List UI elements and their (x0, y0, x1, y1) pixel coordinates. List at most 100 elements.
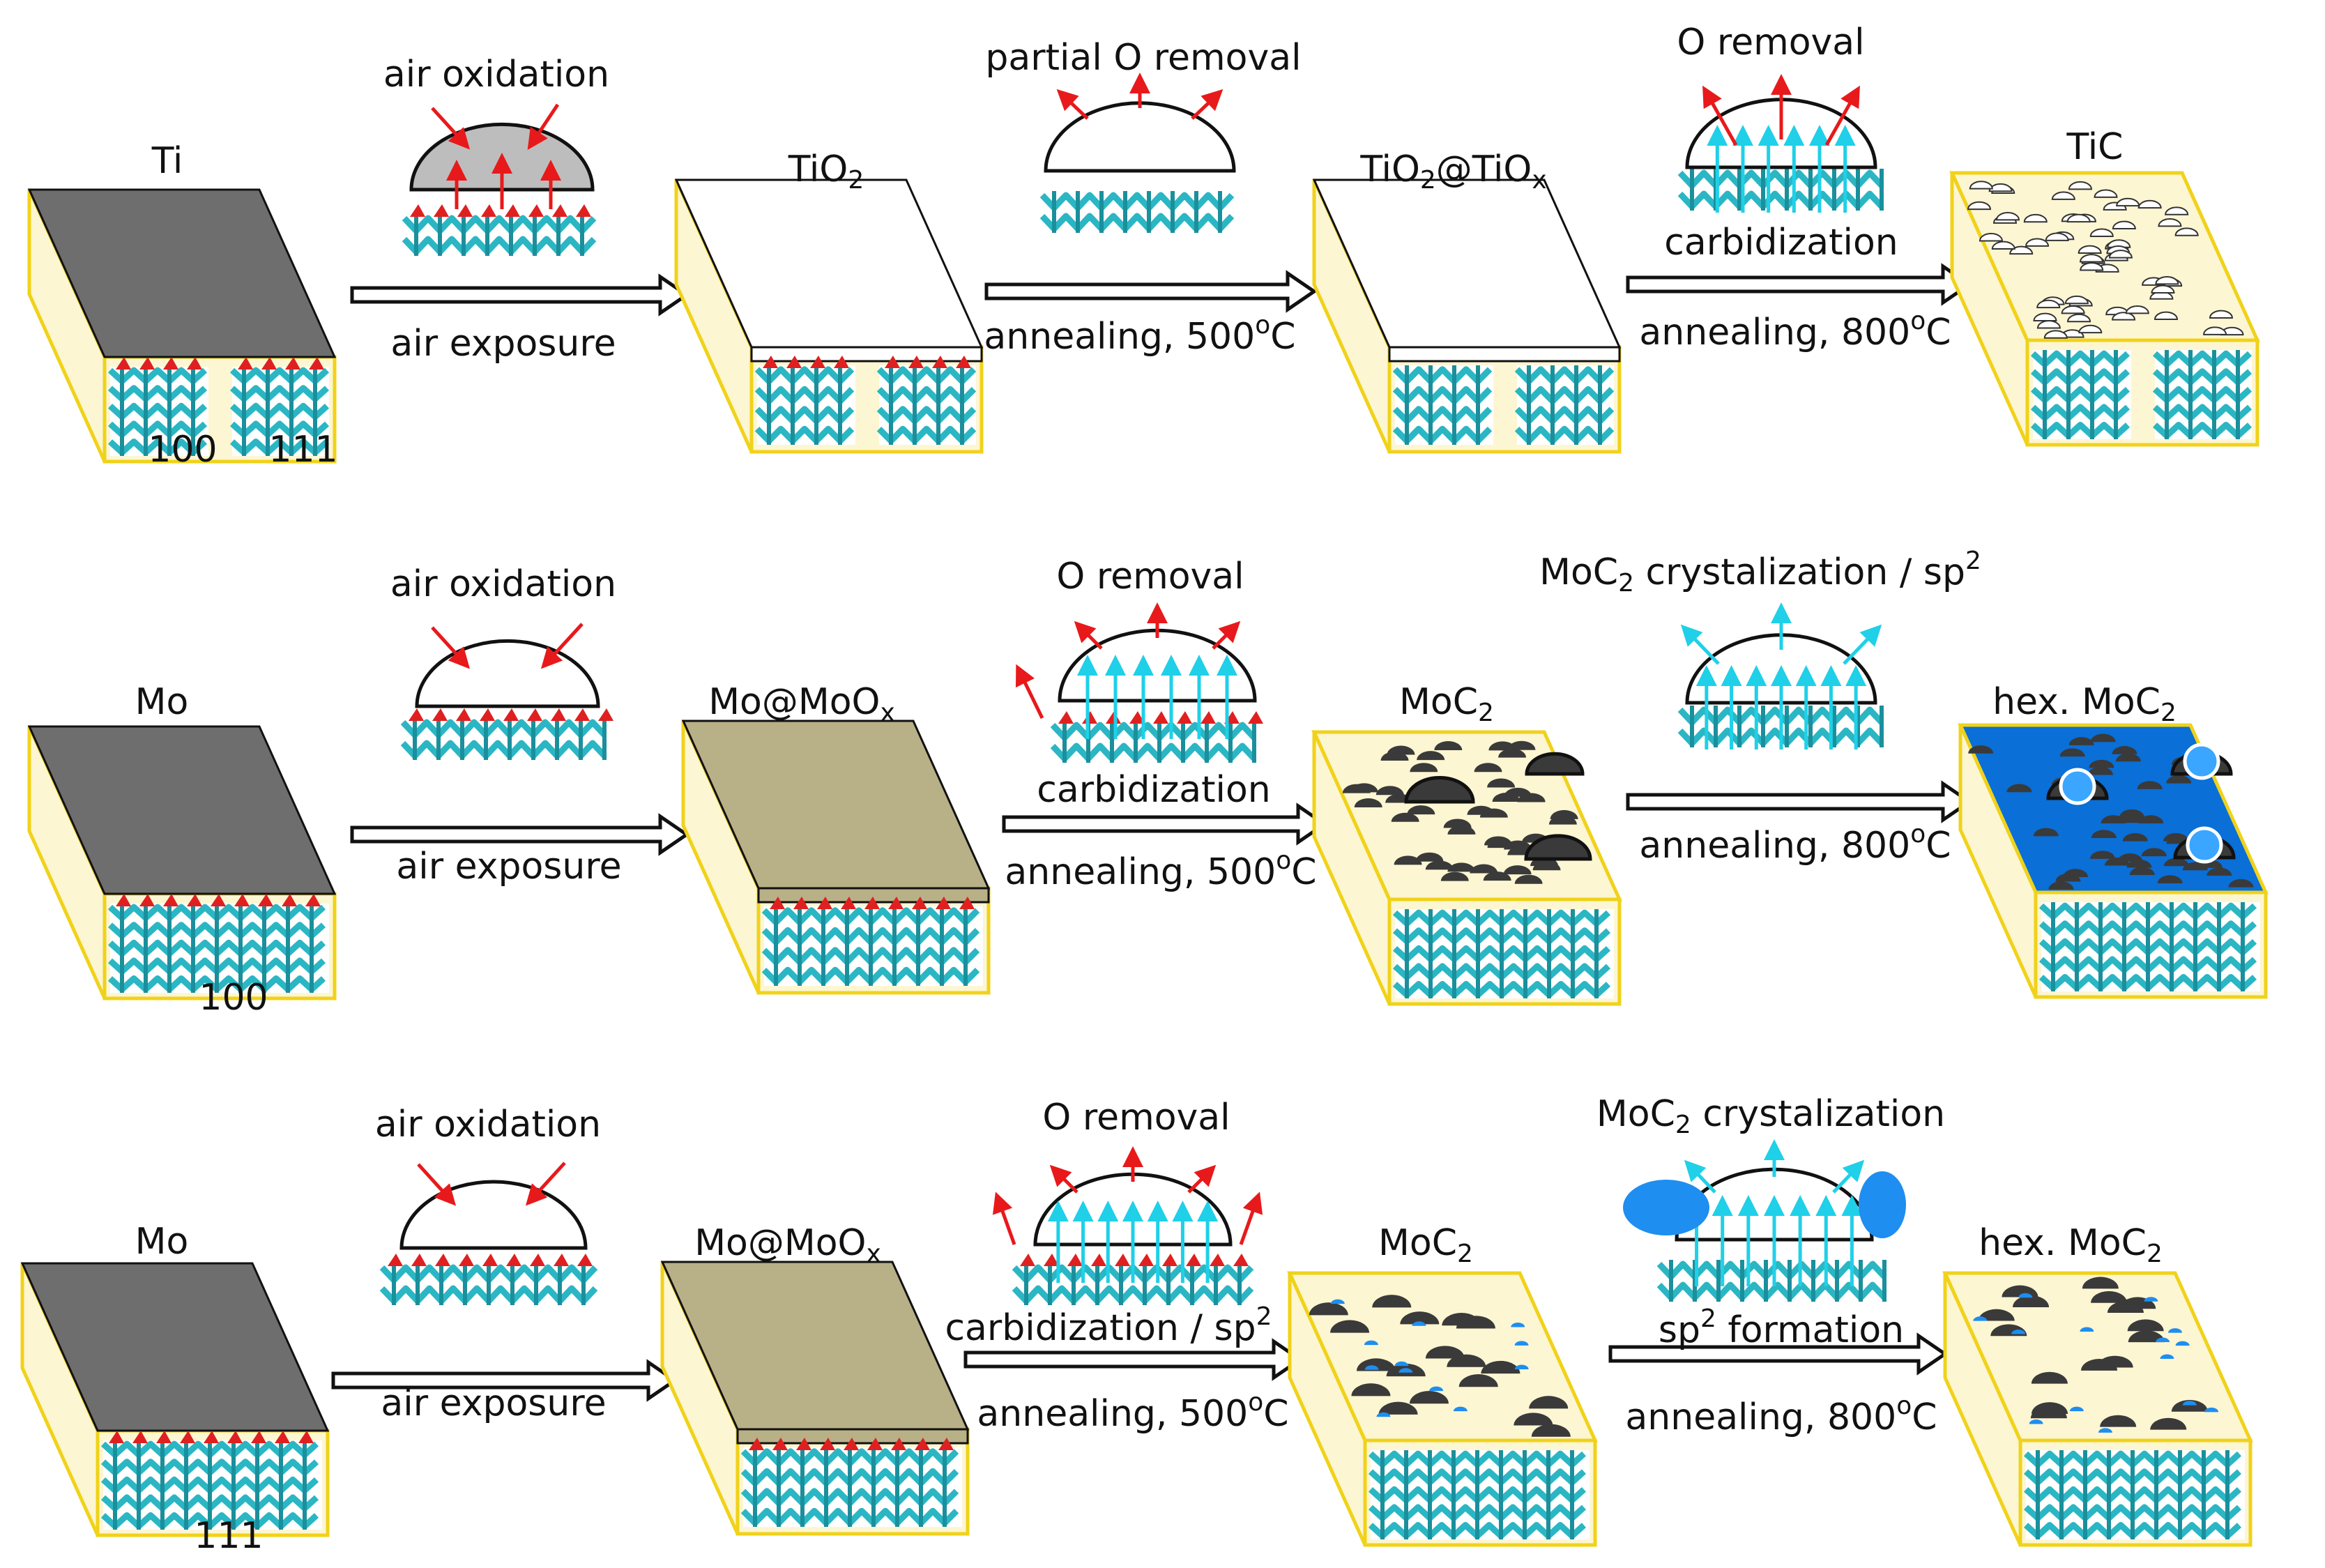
mo111-mid-grain (1514, 1413, 1553, 1426)
ti-end-grain (2174, 227, 2199, 236)
mo111-end-slab (1942, 1271, 2253, 1547)
mo100-step2-inset-lattice-oxygen (1106, 711, 1121, 724)
mo100-end-grain (2117, 853, 2143, 862)
mo100-step1-top: air oxidation (390, 563, 616, 605)
ti-step3-middle: carbidization (1664, 222, 1898, 264)
ti-start-slab-lattice-b-chain (229, 385, 330, 402)
mo100-step2-inset-lattice-oxygen (1153, 711, 1168, 724)
mo100-mid-grain (1483, 871, 1511, 881)
mo100-start-slab-lattice-oxygen (234, 894, 250, 906)
mo111-mid-grain (1425, 1346, 1465, 1359)
mo100-step1-bottom: air exposure (396, 846, 621, 888)
ti-mid-slab-lattice-a-chain (1392, 425, 1493, 444)
ti-end-grain (2112, 220, 2136, 230)
mo100-end-grain (2119, 814, 2145, 823)
mo111-step2-bottom: annealing, 500oC (977, 1388, 1288, 1435)
mo111-step2-inset-lattice-oxygen (1233, 1254, 1249, 1266)
ti-facet-111: 111 (268, 429, 337, 471)
mo100-mid-grain (1387, 745, 1415, 755)
mo111-end-grain (2100, 1415, 2137, 1427)
mo111-step1-inset-lattice-oxygen (577, 1254, 593, 1266)
mo100-end-grain (1968, 745, 1994, 754)
ti-step2-red-out (1056, 89, 1089, 120)
mo100-oxide-slab (681, 720, 991, 995)
mo100-step1-red-in (540, 623, 584, 669)
mo111-step1-inset-lattice-oxygen (482, 1254, 498, 1266)
mo111-end-blob (2156, 1337, 2170, 1343)
ti-start-slab-lattice-a-oxygen (116, 357, 131, 370)
mo111-step3-cyan-out (1684, 1159, 1716, 1194)
mo100-mid-grain (1447, 862, 1476, 872)
mo111-oxide-slab-lattice-oxygen (891, 1438, 906, 1450)
ti-end-slab-lattice-a-chain (2030, 386, 2130, 404)
ti-step1-inset-lattice-oxygen (528, 204, 544, 217)
mo111-step3-bottom: annealing, 800oC (1625, 1392, 1937, 1438)
ti-end-grain (2025, 238, 2050, 247)
ti-end-grain (2033, 312, 2057, 322)
mo111-mid-blob (1394, 1361, 1409, 1367)
ti-step3-arrow (1626, 263, 1973, 306)
mo100-end-grain (2090, 733, 2116, 743)
mo111-step2-inset-lattice-oxygen (1115, 1254, 1130, 1266)
mo100-step3-cyan-out (1680, 624, 1720, 665)
mo100-end-label: hex. MoC2 (1992, 681, 2177, 727)
ti-end-slab-lattice-b-chain (2152, 350, 2252, 367)
mo100-mid-grain (1375, 786, 1404, 796)
ti-mid-slab-lattice-b-chain (1514, 425, 1615, 444)
mo111-start-slab-lattice-oxygen (275, 1431, 290, 1443)
ti-end-slab-lattice-b-chain (2152, 422, 2252, 439)
mo111-oxide-slab-lattice-oxygen (820, 1438, 835, 1450)
mo100-start-slab-lattice-oxygen (258, 894, 273, 906)
ti-end-slab-lattice-b-chain (2152, 368, 2252, 386)
mo111-step3-sp2-blob (1859, 1171, 1906, 1238)
mo111-mid-grain (1309, 1302, 1348, 1316)
ti-end-slab-lattice-a-chain (2030, 368, 2130, 386)
mo111-step2-inset-lattice-oxygen (1067, 1254, 1083, 1266)
ti-step1-inset-lattice-oxygen (410, 204, 425, 217)
ti-start-slab-lattice-b-chain (229, 439, 330, 456)
mo111-step1-inset-lattice-oxygen (530, 1254, 545, 1266)
mo100-oxide-slab-lattice-oxygen (817, 897, 832, 909)
mo111-oxide-slab-lattice-oxygen (938, 1438, 954, 1450)
mo100-end-blob (2183, 743, 2220, 780)
ti-end-grain (2051, 191, 2075, 200)
ti-step2-inset (1039, 191, 1237, 233)
ti-end-grain (2116, 197, 2140, 207)
ti-oxide-slab-lattice-a-chain (754, 386, 855, 404)
mo100-mid-grain (1434, 740, 1463, 750)
ti-step2-dome (1044, 101, 1236, 173)
ti-end-slab (1949, 171, 2260, 447)
mo111-step2-red-out (1187, 1164, 1217, 1194)
ti-step3-inset (1677, 169, 1884, 211)
ti-step1-red-in (431, 107, 471, 150)
mo111-step2-red-out (1239, 1192, 1263, 1245)
mo111-mid-blob (1376, 1412, 1391, 1417)
mo111-mid-grain (1400, 1311, 1440, 1325)
ti-step3-red-out (1702, 85, 1738, 146)
mo111-step2-inset-lattice-oxygen (1138, 1254, 1154, 1266)
mo111-oxide-slab-lattice-oxygen (844, 1438, 859, 1450)
ti-end-grain (2125, 305, 2149, 314)
mo111-step2-red-out (1049, 1164, 1078, 1194)
mo100-mid-grain (1443, 819, 1472, 828)
mo111-step1-inset-lattice-oxygen (388, 1254, 403, 1266)
ti-oxide-slab-lattice-b-chain (876, 425, 977, 444)
mo111-step1-bottom: air exposure (381, 1383, 606, 1424)
ti-step1-inset-lattice-oxygen (505, 204, 520, 217)
ti-step2-bottom: annealing, 500oC (984, 311, 1295, 358)
mo111-mid-slab (1287, 1271, 1598, 1547)
mo100-end-grain (2112, 746, 2137, 754)
mo100-mid-grain (1514, 874, 1543, 884)
mo111-facet: 111 (194, 1515, 263, 1557)
mo100-end-grain (2119, 809, 2144, 818)
ti-oxide-slab-lattice-b-oxygen (885, 356, 900, 368)
ti-start-slab-top-face (27, 188, 337, 358)
ti-end-grain (2036, 299, 2061, 309)
mo100-oxide-slab-lattice-oxygen (864, 897, 880, 909)
ti-step2-arrow (984, 270, 1318, 313)
mo111-end-grain (2150, 1417, 2187, 1430)
ti-start-slab-lattice-a-chain (107, 402, 208, 420)
mo100-start-slab-lattice-oxygen (187, 894, 202, 906)
mo111-mid-blob (1412, 1321, 1426, 1326)
mo111-end-slab-top-face (1942, 1271, 2253, 1443)
